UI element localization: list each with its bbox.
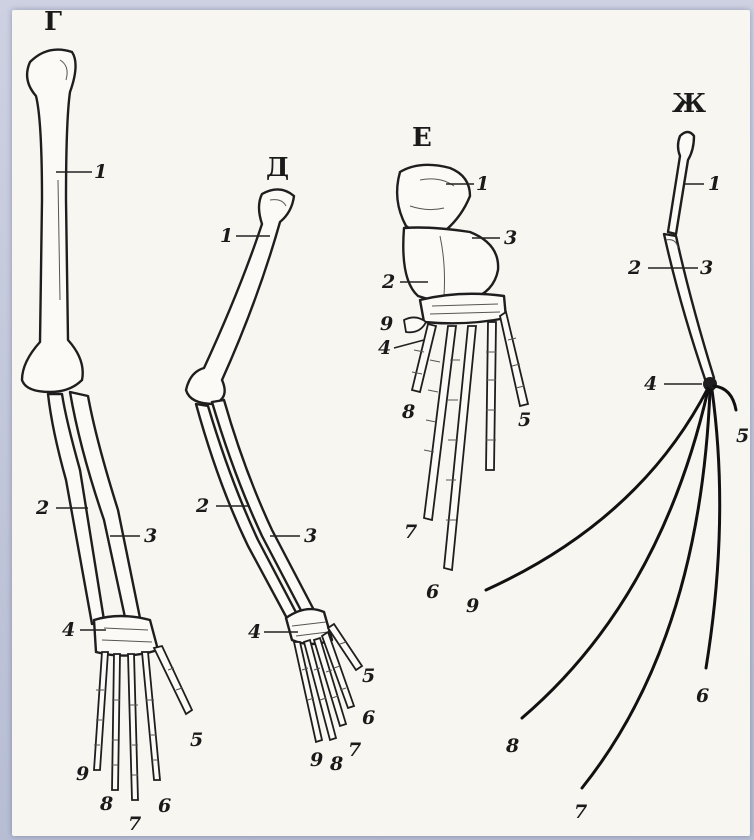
humerus-bone-zh xyxy=(668,132,694,234)
label-e-2: 2 xyxy=(381,271,395,293)
label-g-5: 5 xyxy=(190,729,203,751)
digits-e xyxy=(412,312,528,570)
label-e-8: 8 xyxy=(401,401,415,423)
label-g-7: 7 xyxy=(128,813,141,835)
figure-g: Г 1 2 3 4 5 9 8 7 6 xyxy=(22,7,203,835)
humerus-bone-g xyxy=(22,50,83,392)
label-d-4: 4 xyxy=(248,621,261,643)
label-d-7: 7 xyxy=(348,739,361,761)
label-zh-6: 6 xyxy=(696,685,709,707)
fingers-g xyxy=(94,646,192,800)
label-d-5: 5 xyxy=(362,665,375,687)
label-d-6: 6 xyxy=(362,707,375,729)
radius-bone-d xyxy=(196,404,300,624)
label-e-6: 6 xyxy=(426,581,439,603)
figure-letter-zh: Ж xyxy=(672,89,706,119)
figure-letter-d: Д xyxy=(266,153,289,183)
label-zh-2: 2 xyxy=(627,257,641,279)
figure-zh: Ж 1 2 3 4 5 9 8 6 7 xyxy=(466,89,749,823)
figure-letter-g: Г xyxy=(44,7,62,37)
label-e-1: 1 xyxy=(476,173,489,195)
label-zh-7: 7 xyxy=(574,801,587,823)
figure-letter-e: Е xyxy=(412,123,432,153)
wing-digits-zh xyxy=(486,386,736,788)
label-g-6: 6 xyxy=(158,795,171,817)
label-zh-4: 4 xyxy=(644,373,657,395)
figure-d: Д 1 2 3 4 5 6 9 8 7 xyxy=(186,153,375,775)
label-e-9: 9 xyxy=(380,313,393,335)
label-g-9: 9 xyxy=(76,763,89,785)
humerus-bone-d xyxy=(186,189,294,404)
label-e-7: 7 xyxy=(404,521,417,543)
label-zh-5: 5 xyxy=(736,425,749,447)
label-d-3: 3 xyxy=(304,525,317,547)
label-zh-9: 9 xyxy=(466,595,479,617)
figure-e: Е 1 3 2 9 4 8 5 7 6 xyxy=(378,123,531,603)
label-zh-3: 3 xyxy=(700,257,713,279)
label-e-3: 3 xyxy=(504,227,517,249)
humerus-bone-e xyxy=(397,165,470,232)
label-d-9: 9 xyxy=(310,749,323,771)
label-d-1: 1 xyxy=(220,225,233,247)
label-d-8: 8 xyxy=(329,753,343,775)
label-zh-8: 8 xyxy=(505,735,519,757)
label-g-4: 4 xyxy=(62,619,75,641)
label-g-2: 2 xyxy=(35,497,49,519)
label-e-4: 4 xyxy=(378,337,391,359)
carpus-e xyxy=(420,294,506,324)
label-g-8: 8 xyxy=(99,793,113,815)
fingers-d xyxy=(294,624,362,742)
label-zh-1: 1 xyxy=(708,173,721,195)
label-e-5: 5 xyxy=(518,409,531,431)
carpus-g xyxy=(94,616,158,656)
label-g-3: 3 xyxy=(144,525,157,547)
label-g-1: 1 xyxy=(94,161,107,183)
label-d-2: 2 xyxy=(195,495,209,517)
ulna-bone-d xyxy=(212,400,316,620)
